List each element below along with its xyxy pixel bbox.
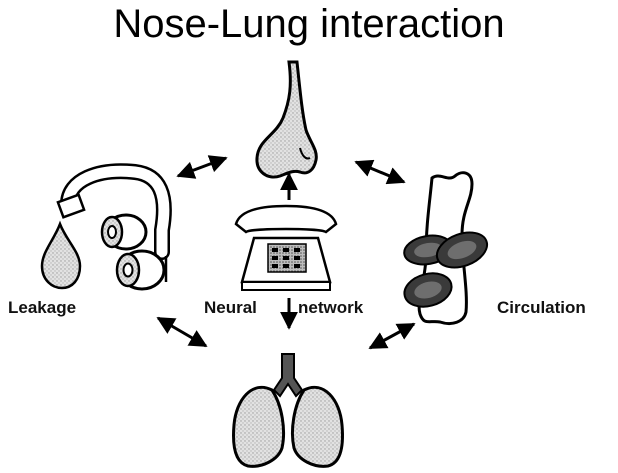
arrow-leakage-lungs — [158, 318, 206, 346]
arrow-lungs-circulation — [370, 324, 414, 348]
nose-icon — [257, 62, 316, 177]
droplet-icon — [42, 224, 80, 288]
nasal-pillow-lower — [117, 251, 164, 289]
blood-vessel-icon — [401, 173, 492, 324]
telephone-icon — [236, 206, 336, 290]
lungs-icon — [234, 354, 343, 466]
arrow-nose-circulation — [356, 162, 404, 182]
nasal-pillow-upper — [102, 215, 146, 249]
arrow-nose-leakage — [178, 158, 226, 176]
